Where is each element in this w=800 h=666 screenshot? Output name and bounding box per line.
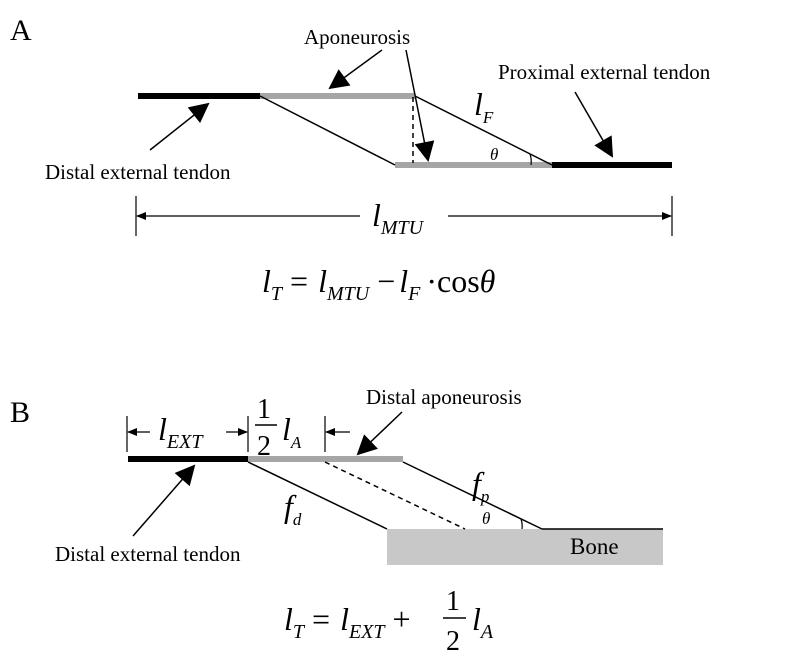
- half-aponeurosis-label: lA: [282, 411, 302, 452]
- aponeurosis-arrow-1: [328, 49, 383, 90]
- half-denominator: 2: [257, 431, 271, 462]
- ext-length-label: lEXT: [158, 411, 204, 453]
- proximal-tendon-arrow: [574, 91, 614, 158]
- equation-a: lT=lMTU−lF·cosθ: [262, 263, 495, 305]
- bone: [387, 529, 663, 565]
- fiber-left: [259, 95, 396, 166]
- aponeurosis-label: Aponeurosis: [304, 25, 410, 49]
- panel-b-letter: B: [10, 396, 30, 429]
- distal-aponeurosis-arrow: [356, 411, 403, 456]
- fd-label: fd: [284, 488, 302, 529]
- angle-arc: [529, 153, 532, 166]
- angle-arc-b: [520, 518, 523, 530]
- panel-b: B Bone lEXT 1 2 lA Distal aponeurosis Di…: [10, 385, 663, 657]
- fiber-middle-dashed: [324, 461, 466, 530]
- equation-b-right: lA: [472, 601, 494, 643]
- fiber-right: [414, 95, 553, 166]
- aponeurosis-arrow-2: [405, 49, 435, 162]
- fiber-proximal: [402, 461, 543, 530]
- equation-b-left: lT=lEXT+: [284, 601, 411, 643]
- eq-b-numerator: 1: [446, 586, 460, 617]
- distal-aponeurosis-label: Distal aponeurosis: [366, 385, 522, 409]
- distal-tendon-label-b: Distal external tendon: [55, 542, 241, 566]
- distal-tendon-label: Distal external tendon: [45, 160, 231, 184]
- fiber-distal: [247, 461, 388, 530]
- distal-tendon-arrow-b: [132, 464, 196, 537]
- distal-tendon-arrow: [149, 102, 210, 151]
- angle-label-b: θ: [482, 509, 490, 528]
- proximal-tendon-label: Proximal external tendon: [498, 60, 711, 84]
- fp-label: fp: [472, 465, 489, 506]
- eq-b-denominator: 2: [446, 626, 460, 657]
- half-numerator: 1: [257, 394, 271, 425]
- panel-a-letter: A: [10, 14, 32, 47]
- mtu-length-label: lMTU: [372, 197, 425, 239]
- angle-label: θ: [490, 145, 498, 164]
- panel-a: A Aponeurosis Proximal external tendon D…: [10, 14, 711, 305]
- fiber-length-label: lF: [474, 86, 494, 127]
- bone-label: Bone: [570, 534, 619, 559]
